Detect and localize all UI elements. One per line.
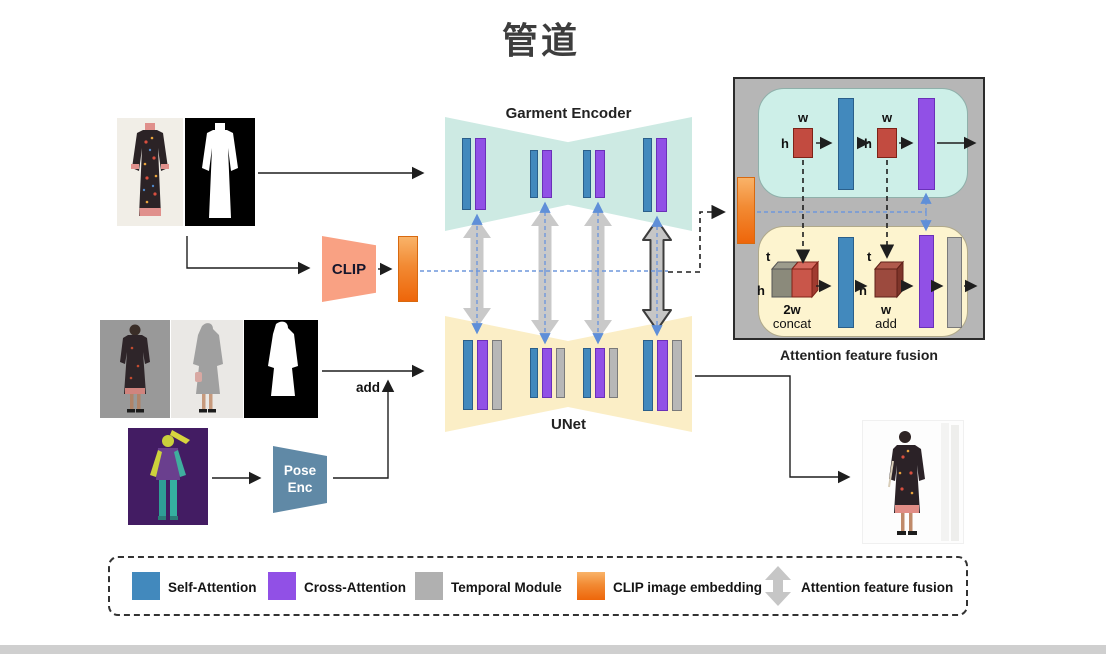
person-agnostic-image xyxy=(171,320,243,418)
cross-attention-bar xyxy=(657,340,668,411)
legend-cross-attention-label: Cross-Attention xyxy=(304,580,406,595)
temporal-module-bar xyxy=(492,340,502,410)
cross-attention-bar xyxy=(919,235,934,328)
attention-fusion-arrows xyxy=(463,206,672,340)
unet-label: UNet xyxy=(550,416,586,433)
output-image xyxy=(862,420,964,544)
garment-image xyxy=(117,118,183,226)
cross-attention-bar xyxy=(542,348,552,398)
fusion-dim2-label: w xyxy=(880,302,892,317)
fusion-w2-label: w xyxy=(881,110,893,125)
self-attention-bar xyxy=(583,348,591,398)
pose-image xyxy=(128,428,208,525)
cross-attention-bar xyxy=(918,98,935,190)
self-attention-bar xyxy=(838,237,854,328)
fusion-h1b-label: h xyxy=(757,283,765,298)
output-art xyxy=(888,423,959,541)
self-attention-bar xyxy=(530,150,538,198)
person-mask-art xyxy=(268,321,298,396)
temporal-module-bar xyxy=(672,340,682,411)
fusion-op1-label: concat xyxy=(772,316,812,331)
person-noisy-art xyxy=(120,324,150,413)
fusion-frame-panel xyxy=(758,88,968,198)
garment-to-clip-arrow xyxy=(186,236,311,275)
legend-self-attention-label: Self-Attention xyxy=(168,580,257,595)
legend-fusion-label: Attention feature fusion xyxy=(801,580,954,595)
bottom-strip xyxy=(0,645,1106,654)
person-agnostic-art xyxy=(193,323,223,413)
cross-attention-bar xyxy=(477,340,488,410)
highlighted-fusion-arrow xyxy=(642,219,672,331)
legend-self-attention-swatch xyxy=(132,572,160,600)
cross-attention-bar xyxy=(595,348,605,398)
legend-fusion-arrow-icon xyxy=(765,566,791,606)
attention-map-box xyxy=(877,128,897,158)
garment-encoder-label: Garment Encoder xyxy=(505,105,632,122)
cross-attention-bar xyxy=(542,150,552,198)
temporal-module-bar xyxy=(947,237,962,328)
fusion-op2-label: add xyxy=(875,316,897,331)
fusion-t2-label: t xyxy=(867,249,872,264)
fusion-title: Attention feature fusion xyxy=(780,347,938,363)
self-attention-bar xyxy=(643,340,653,411)
self-attention-bar xyxy=(643,138,652,212)
add-cube xyxy=(873,260,905,299)
person-noisy-image xyxy=(100,320,170,418)
fusion-h2b-label: h xyxy=(859,283,867,298)
unet-to-output-arrow xyxy=(695,375,851,484)
clip-encoder-block: CLIP xyxy=(322,236,376,302)
fusion-dim1-label: 2w xyxy=(783,302,801,317)
self-attention-bar xyxy=(530,348,538,398)
cross-attention-bar xyxy=(595,150,605,198)
fusion-h1-label: h xyxy=(781,136,789,151)
self-attention-bar xyxy=(838,98,854,190)
temporal-module-bar xyxy=(609,348,618,398)
fusion-w1-label: w xyxy=(797,110,809,125)
legend-box xyxy=(108,556,968,616)
legend-temporal-module-label: Temporal Module xyxy=(451,580,562,595)
cross-attention-bar xyxy=(656,138,667,212)
legend-clip-embedding-swatch xyxy=(577,572,605,600)
fusion-h2-label: h xyxy=(864,136,872,151)
clip-label: CLIP xyxy=(331,260,367,278)
add-label: add xyxy=(356,380,381,395)
fusion-t1-label: t xyxy=(766,249,771,264)
pose-art xyxy=(150,430,190,520)
garment-mask-art xyxy=(202,123,238,218)
legend-clip-embedding-label: CLIP image embedding xyxy=(613,580,763,595)
self-attention-bar xyxy=(462,138,471,210)
garment-mask-image xyxy=(185,118,255,226)
legend-cross-attention-swatch xyxy=(268,572,296,600)
page-title: 管道 xyxy=(501,20,580,61)
concat-cube xyxy=(770,260,820,299)
poseenc-add-arrow xyxy=(333,379,395,479)
legend-temporal-module-swatch xyxy=(415,572,443,600)
cross-attention-bar xyxy=(475,138,486,210)
clip-embedding-bar xyxy=(398,236,418,302)
garment-dress-art xyxy=(131,123,169,216)
self-attention-bar xyxy=(463,340,473,410)
fusion-input-embedding-bar xyxy=(737,177,755,244)
attention-map-box xyxy=(793,128,813,158)
self-attention-bar xyxy=(583,150,591,198)
temporal-module-bar xyxy=(556,348,565,398)
person-mask-image xyxy=(244,320,318,418)
